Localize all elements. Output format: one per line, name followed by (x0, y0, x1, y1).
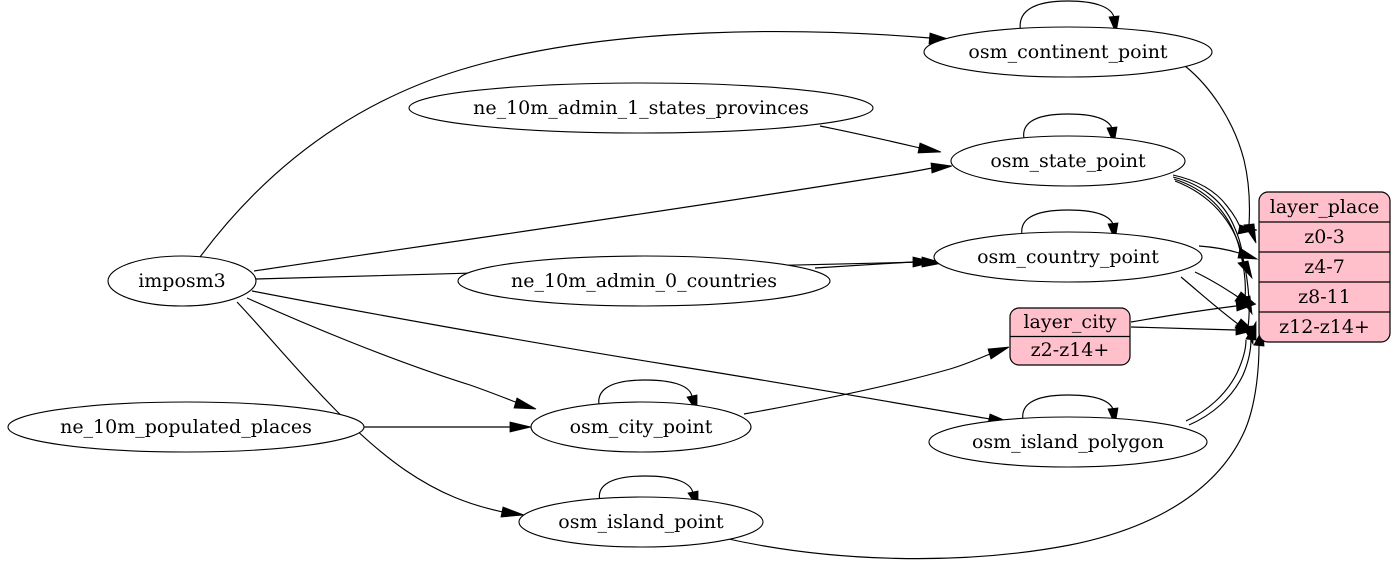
node-ne_10m_populated_places[interactable]: ne_10m_populated_places (7, 401, 365, 453)
node-ne_10m_admin_0_countries[interactable]: ne_10m_admin_0_countries (457, 255, 831, 307)
node-imposm3-shape[interactable] (107, 255, 257, 307)
edge-ne_10m_populated_places-to-osm_city_point (364, 421, 532, 433)
node-osm_island_point[interactable]: osm_island_point (518, 496, 764, 548)
edge-osm_state_point-to-layer_place-z0-3 (1172, 174, 1258, 235)
edge-imposm3-to-osm_state_point (253, 162, 953, 272)
node-ne_10m_admin_1_states_provinces[interactable]: ne_10m_admin_1_states_provinces (408, 82, 874, 134)
node-osm_country_point-shape[interactable] (933, 231, 1203, 283)
edge-layer_city-to-layer_place-z12-z14+ (1130, 324, 1257, 336)
node-osm_island_point-shape[interactable] (518, 496, 764, 548)
edge-imposm3-to-osm_island_point (236, 301, 525, 518)
edge-imposm3-to-osm_city_point (246, 297, 537, 410)
edge-layer (199, 0, 1265, 560)
edge-osm_country_point-to-layer_place-z4-7 (1198, 245, 1259, 260)
node-osm_city_point-shape[interactable] (530, 401, 752, 453)
record-node-layer_place[interactable]: layer_place z0-3 z4-7 z8-11 z12-z14+ (1258, 191, 1391, 343)
edge-ne_10m_admin_1_states_provinces-to-osm_state_point (819, 125, 942, 154)
node-osm_country_point[interactable]: osm_country_point (933, 231, 1203, 283)
node-osm_continent_point[interactable]: osm_continent_point (923, 26, 1213, 78)
node-imposm3[interactable]: imposm3 (107, 255, 257, 307)
edge-osm_island_polygon-to-layer_place-z12-z14+ (1188, 320, 1257, 426)
node-ne_10m_admin_1_states_provinces-shape[interactable] (408, 82, 874, 134)
node-osm_city_point[interactable]: osm_city_point (530, 401, 752, 453)
edge-osm_continent_point-to-layer_place-z0-3 (1184, 65, 1257, 244)
node-osm_island_polygon-shape[interactable] (928, 416, 1208, 468)
edge-osm_island_polygon-to-layer_place-z12-z14+-b (1185, 339, 1247, 422)
node-osm_state_point[interactable]: osm_state_point (950, 135, 1186, 187)
node-osm_island_polygon[interactable]: osm_island_polygon (928, 416, 1208, 468)
record-node-layer_place-box[interactable] (1258, 191, 1391, 343)
edge-osm_country_point-to-layer_place-z8-11 (1194, 271, 1256, 304)
node-ne_10m_admin_0_countries-shape[interactable] (457, 255, 831, 307)
node-ne_10m_populated_places-shape[interactable] (7, 401, 365, 453)
node-osm_continent_point-shape[interactable] (923, 26, 1213, 78)
node-osm_state_point-shape[interactable] (950, 135, 1186, 187)
edge-ne_10m_admin_0_countries-to-osm_country_point (814, 256, 935, 269)
record-node-layer_city[interactable]: layer_city z2-z14+ (1009, 307, 1131, 366)
edge-layer_city-to-layer_place-z8-11 (1130, 300, 1257, 323)
edge-osm_city_point-to-layer_city-z2-z14+ (743, 346, 1010, 415)
node-layer: imposm3 ne_10m_admin_1_states_provinces … (7, 26, 1213, 548)
